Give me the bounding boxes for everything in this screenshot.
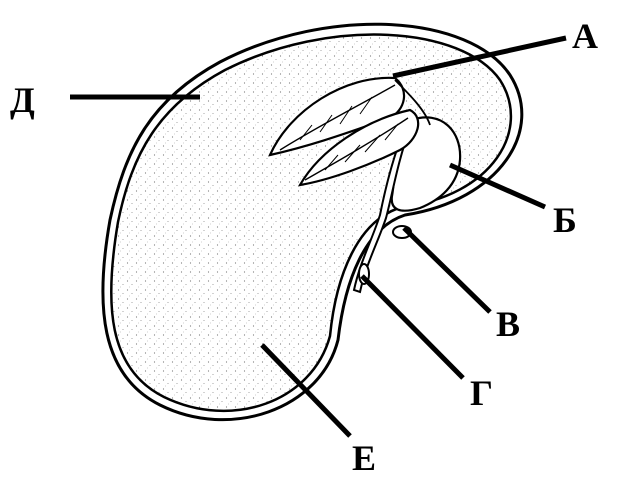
leader-line-v	[404, 228, 490, 312]
leader-line-g	[362, 276, 463, 378]
label-g: Г	[470, 373, 493, 413]
label-b: Б	[553, 200, 577, 240]
label-e: Е	[352, 438, 376, 478]
label-v: В	[496, 304, 520, 344]
label-a: А	[572, 16, 598, 56]
label-d: Д	[10, 80, 35, 120]
seed-coat-inner	[111, 35, 511, 411]
